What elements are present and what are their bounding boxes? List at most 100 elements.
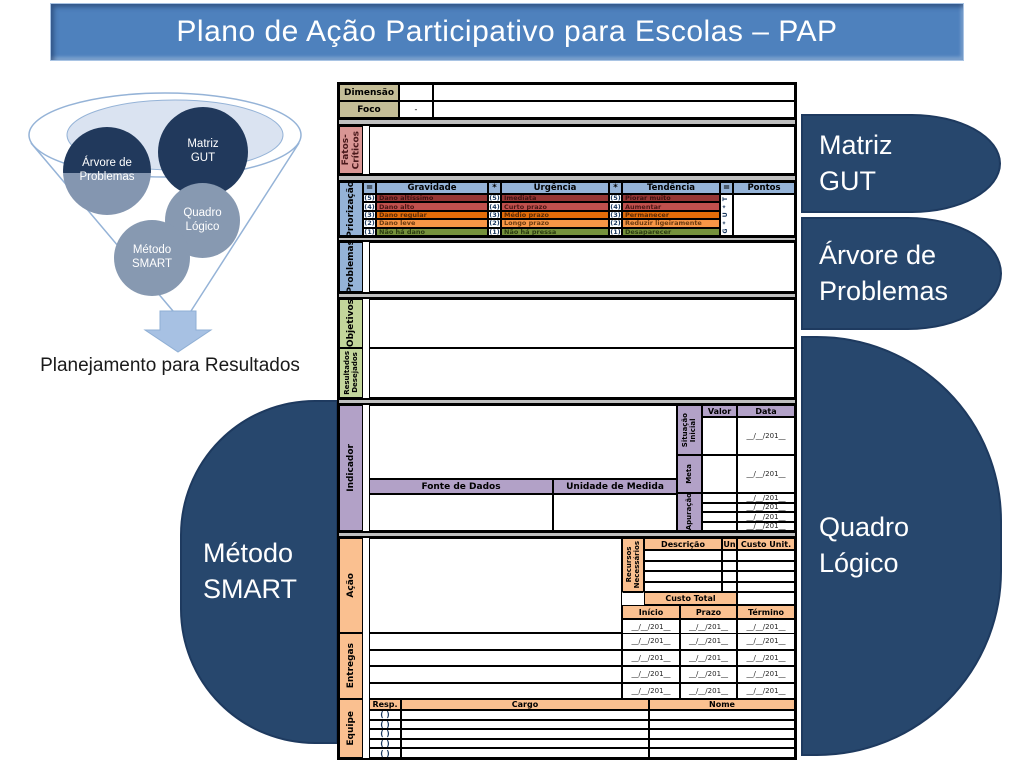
entrega-row: __/__/201__ __/__/201__ __/__/201__ — [369, 666, 795, 683]
gut-cell: Longo prazo — [501, 219, 609, 228]
valor-cell — [702, 502, 737, 512]
gut-score: (1) — [363, 227, 376, 237]
entrega-cell — [369, 633, 622, 650]
resultados-section: Resultados Desejados — [339, 348, 795, 398]
gut-header-eq2: = — [720, 182, 733, 194]
priorizacao-table: = Gravidade * Urgência * Tendência = Pon… — [363, 182, 795, 237]
gut-cell: Piorar muito — [622, 194, 720, 203]
date-cell: __/__/201__ — [622, 633, 680, 650]
section-divider — [339, 398, 795, 405]
un-cell — [722, 581, 737, 592]
problemas-section: Problemas — [339, 240, 795, 294]
date-cell: __/__/201__ — [737, 633, 795, 650]
descricao-cell — [644, 571, 722, 582]
indicador-label: Indicador — [339, 405, 363, 531]
gut-cell: Reduzir ligeiramente — [622, 219, 720, 228]
funnel-circle-matriz: Matriz GUT — [158, 107, 248, 197]
date-cell: __/__/201__ — [622, 682, 680, 699]
pap-form: Dimensão Foco - Fatos- Críticos Prioriza… — [337, 82, 797, 760]
acao-label: Ação — [339, 538, 363, 633]
date-cell: __/__/201__ — [737, 502, 795, 512]
acao-box — [369, 538, 622, 633]
valor-cell — [702, 493, 737, 503]
custo-unit-cell — [737, 571, 795, 582]
data-header: Data — [737, 405, 795, 417]
title-banner: Plano de Ação Participativo para Escolas… — [50, 3, 964, 61]
resp-header: Resp. — [369, 699, 401, 710]
gut-score: (1) — [488, 227, 501, 237]
date-cell: __/__/201__ — [680, 649, 737, 666]
gut-score: (3) — [609, 210, 622, 220]
indicador-section: Indicador Fonte de Dados Unidade de Medi… — [339, 405, 795, 531]
resultados-line1: Resultados — [342, 351, 351, 395]
section-divider — [339, 118, 795, 126]
gut-tendencia-column: Piorar muito Aumentar Permanecer Reduzir… — [622, 194, 720, 237]
gut-cell: Imediata — [501, 194, 609, 203]
equipe-section: Equipe Resp. Cargo Nome ( ) ( ) ( ) ( ) … — [339, 699, 795, 758]
descricao-cell — [644, 581, 722, 592]
gut-cell: Dano regular — [376, 210, 488, 220]
dimensao-row: Dimensão — [339, 84, 795, 101]
callout-metodo-smart-label: Método SMART — [203, 538, 298, 604]
un-cell — [722, 560, 737, 571]
descricao-cell — [644, 550, 722, 561]
resultados-box — [369, 348, 795, 398]
fatos-criticos-box — [369, 126, 795, 174]
gut-score: (4) — [363, 202, 376, 211]
down-arrow-icon — [143, 310, 213, 353]
indicador-box — [369, 405, 677, 479]
callout-matriz-gut-label: Matriz GUT — [819, 129, 893, 196]
entrega-row: __/__/201__ __/__/201__ __/__/201__ — [369, 682, 795, 699]
nome-cell — [649, 729, 795, 739]
slide-title: Plano de Ação Participativo para Escolas… — [176, 15, 838, 48]
date-cell: __/__/201__ — [737, 521, 795, 531]
gut-header-star1: * — [488, 182, 501, 194]
valor-cell — [702, 512, 737, 522]
foco-row: Foco - — [339, 101, 795, 118]
resultados-label: Resultados Desejados — [339, 348, 363, 398]
fatos-criticos-label: Fatos- Críticos — [339, 126, 363, 174]
gut-cell: Permanecer — [622, 210, 720, 220]
funnel-caption: Planejamento para Resultados — [40, 355, 300, 376]
gut-header-star2: * — [609, 182, 622, 194]
custo-total-header: Custo Total — [644, 592, 737, 605]
date-cell: __/__/201__ — [737, 666, 795, 683]
objetivos-label: Objetivos — [339, 299, 363, 348]
gut-header-tendencia: Tendência — [622, 182, 720, 194]
gut-header-row: = Gravidade * Urgência * Tendência = Pon… — [363, 182, 795, 194]
gut-header-eq1: = — [363, 182, 376, 194]
date-cell: __/__/201__ — [680, 633, 737, 650]
objetivos-section: Objetivos — [339, 299, 795, 348]
gut-score: (5) — [363, 194, 376, 203]
situacao-inicial-label: Situação Inicial — [677, 405, 702, 455]
gut-cell: Desaparecer — [622, 227, 720, 237]
resp-cell: ( ) — [369, 748, 401, 758]
date-cell: __/__/201__ — [737, 649, 795, 666]
entrega-row: __/__/201__ __/__/201__ __/__/201__ — [369, 633, 795, 650]
descricao-cell — [644, 560, 722, 571]
cargo-cell — [401, 748, 649, 758]
gut-urgencia-scores: (5) (4) (3) (2) (1) — [488, 194, 501, 237]
gut-body: (5) (4) (3) (2) (1) Dano altíssimo Dano … — [363, 194, 795, 237]
cargo-cell — [401, 729, 649, 739]
entregas-label: Entregas — [339, 633, 363, 699]
nome-cell — [649, 710, 795, 720]
callout-quadro-logico: Quadro Lógico — [801, 336, 1002, 756]
gut-score: (5) — [609, 194, 622, 203]
nome-cell — [649, 738, 795, 749]
callout-arvore-problemas-label: Árvore de Problemas — [819, 239, 949, 306]
gut-score: (3) — [363, 210, 376, 220]
section-divider — [339, 174, 795, 182]
gut-gravidade-column: Dano altíssimo Dano alto Dano regular Da… — [376, 194, 488, 237]
resp-cell: ( ) — [369, 729, 401, 739]
valor-cell — [702, 521, 737, 531]
dimensao-code-cell — [399, 84, 433, 101]
gut-cell: Não há pressa — [501, 227, 609, 237]
fonte-dados-cell — [369, 494, 553, 531]
custo-unit-cell — [737, 560, 795, 571]
gut-formula-cell: G * U * T — [720, 194, 733, 236]
prazo-header: Prazo — [680, 605, 737, 619]
callout-arvore-problemas: Árvore de Problemas — [801, 217, 1002, 330]
gut-score: (5) — [488, 194, 501, 203]
acao-section: Ação Recursos Necessários Descrição Un C… — [339, 538, 795, 635]
